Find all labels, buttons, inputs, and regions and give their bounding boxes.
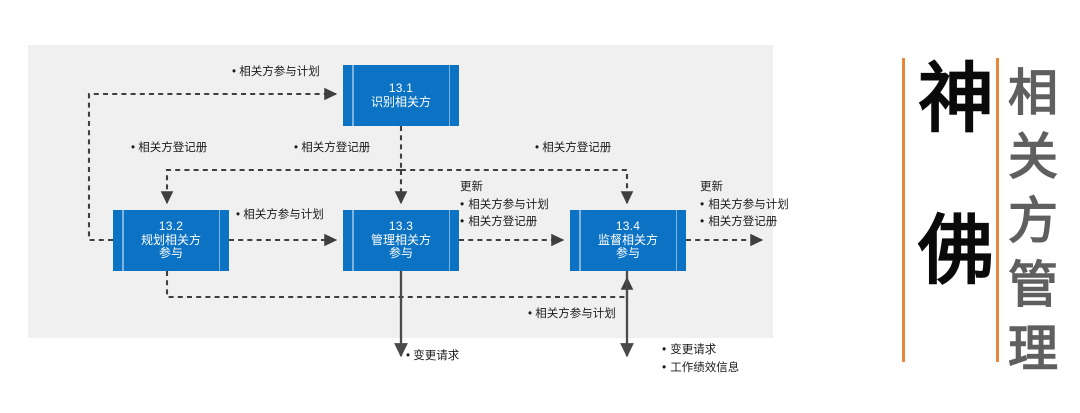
box-rail-left xyxy=(579,210,581,271)
flow-label-stakeholder-engagement-plan-bottom: • 相关方参与计划 xyxy=(528,308,616,320)
process-name: 识别相关方 xyxy=(370,94,431,109)
update-item: 变更请求 xyxy=(662,341,739,359)
process-number: 13.1 xyxy=(388,81,414,96)
update-item: 相关方参与计划 xyxy=(460,196,549,214)
update-header: 更新 xyxy=(460,181,483,193)
process-box-13-2[interactable]: 13.2 规划相关方 参与 xyxy=(113,210,229,271)
flow-label-stakeholder-register-middle: • 相关方登记册 xyxy=(294,142,371,154)
update-item: 相关方参与计划 xyxy=(700,196,789,214)
flow-label-change-request-13-3: • 变更请求 xyxy=(406,350,460,362)
flow-13-2-to-13-1 xyxy=(87,87,338,242)
flow-label-stakeholder-register-right: • 相关方登记册 xyxy=(535,142,612,154)
update-group-13-4-outputs: 更新 相关方参与计划 相关方登记册 xyxy=(700,179,789,231)
flow-bus-left xyxy=(160,168,401,205)
update-header: 更新 xyxy=(700,181,723,193)
process-box-13-4[interactable]: 13.4 监督相关方 参与 xyxy=(570,210,686,271)
update-item: 相关方登记册 xyxy=(700,213,789,231)
process-number: 13.2 xyxy=(158,219,184,234)
process-name: 管理相关方 参与 xyxy=(370,232,431,261)
process-box-13-1[interactable]: 13.1 识别相关方 xyxy=(343,65,459,126)
process-number: 13.3 xyxy=(388,219,414,234)
process-box-13-3[interactable]: 13.3 管理相关方 参与 xyxy=(343,210,459,271)
banner-rule-right xyxy=(996,58,999,362)
flow-bus-right xyxy=(401,168,634,205)
update-group-13-4-downstream: 变更请求 工作绩效信息 xyxy=(662,341,739,376)
box-rail-right xyxy=(218,210,220,271)
box-rail-left xyxy=(352,210,354,271)
process-number: 13.4 xyxy=(615,219,641,234)
flow-label-stakeholder-register-left: • 相关方登记册 xyxy=(131,142,208,154)
side-banner: 神佛 相关方管理 xyxy=(884,36,1074,396)
box-rail-right xyxy=(448,65,450,126)
update-item: 工作绩效信息 xyxy=(662,359,739,377)
flow-label-stakeholder-engagement-plan-middle: • 相关方参与计划 xyxy=(236,209,324,221)
box-rail-right xyxy=(675,210,677,271)
flow-label-stakeholder-engagement-plan-top: • 相关方参与计划 xyxy=(232,66,320,78)
process-name: 监督相关方 参与 xyxy=(597,232,658,261)
banner-subtitle-text: 相关方管理 xyxy=(1001,66,1057,386)
banner-rule-left xyxy=(902,58,905,362)
update-item: 相关方登记册 xyxy=(460,213,549,231)
box-rail-right xyxy=(448,210,450,271)
update-group-13-3-outputs: 更新 相关方参与计划 相关方登记册 xyxy=(460,179,549,231)
box-rail-left xyxy=(352,65,354,126)
banner-main-text: 神佛 xyxy=(906,58,991,362)
flow-bottom-feedback-to-13-4 xyxy=(165,271,634,299)
box-rail-left xyxy=(122,210,124,271)
process-name: 规划相关方 参与 xyxy=(140,232,201,261)
